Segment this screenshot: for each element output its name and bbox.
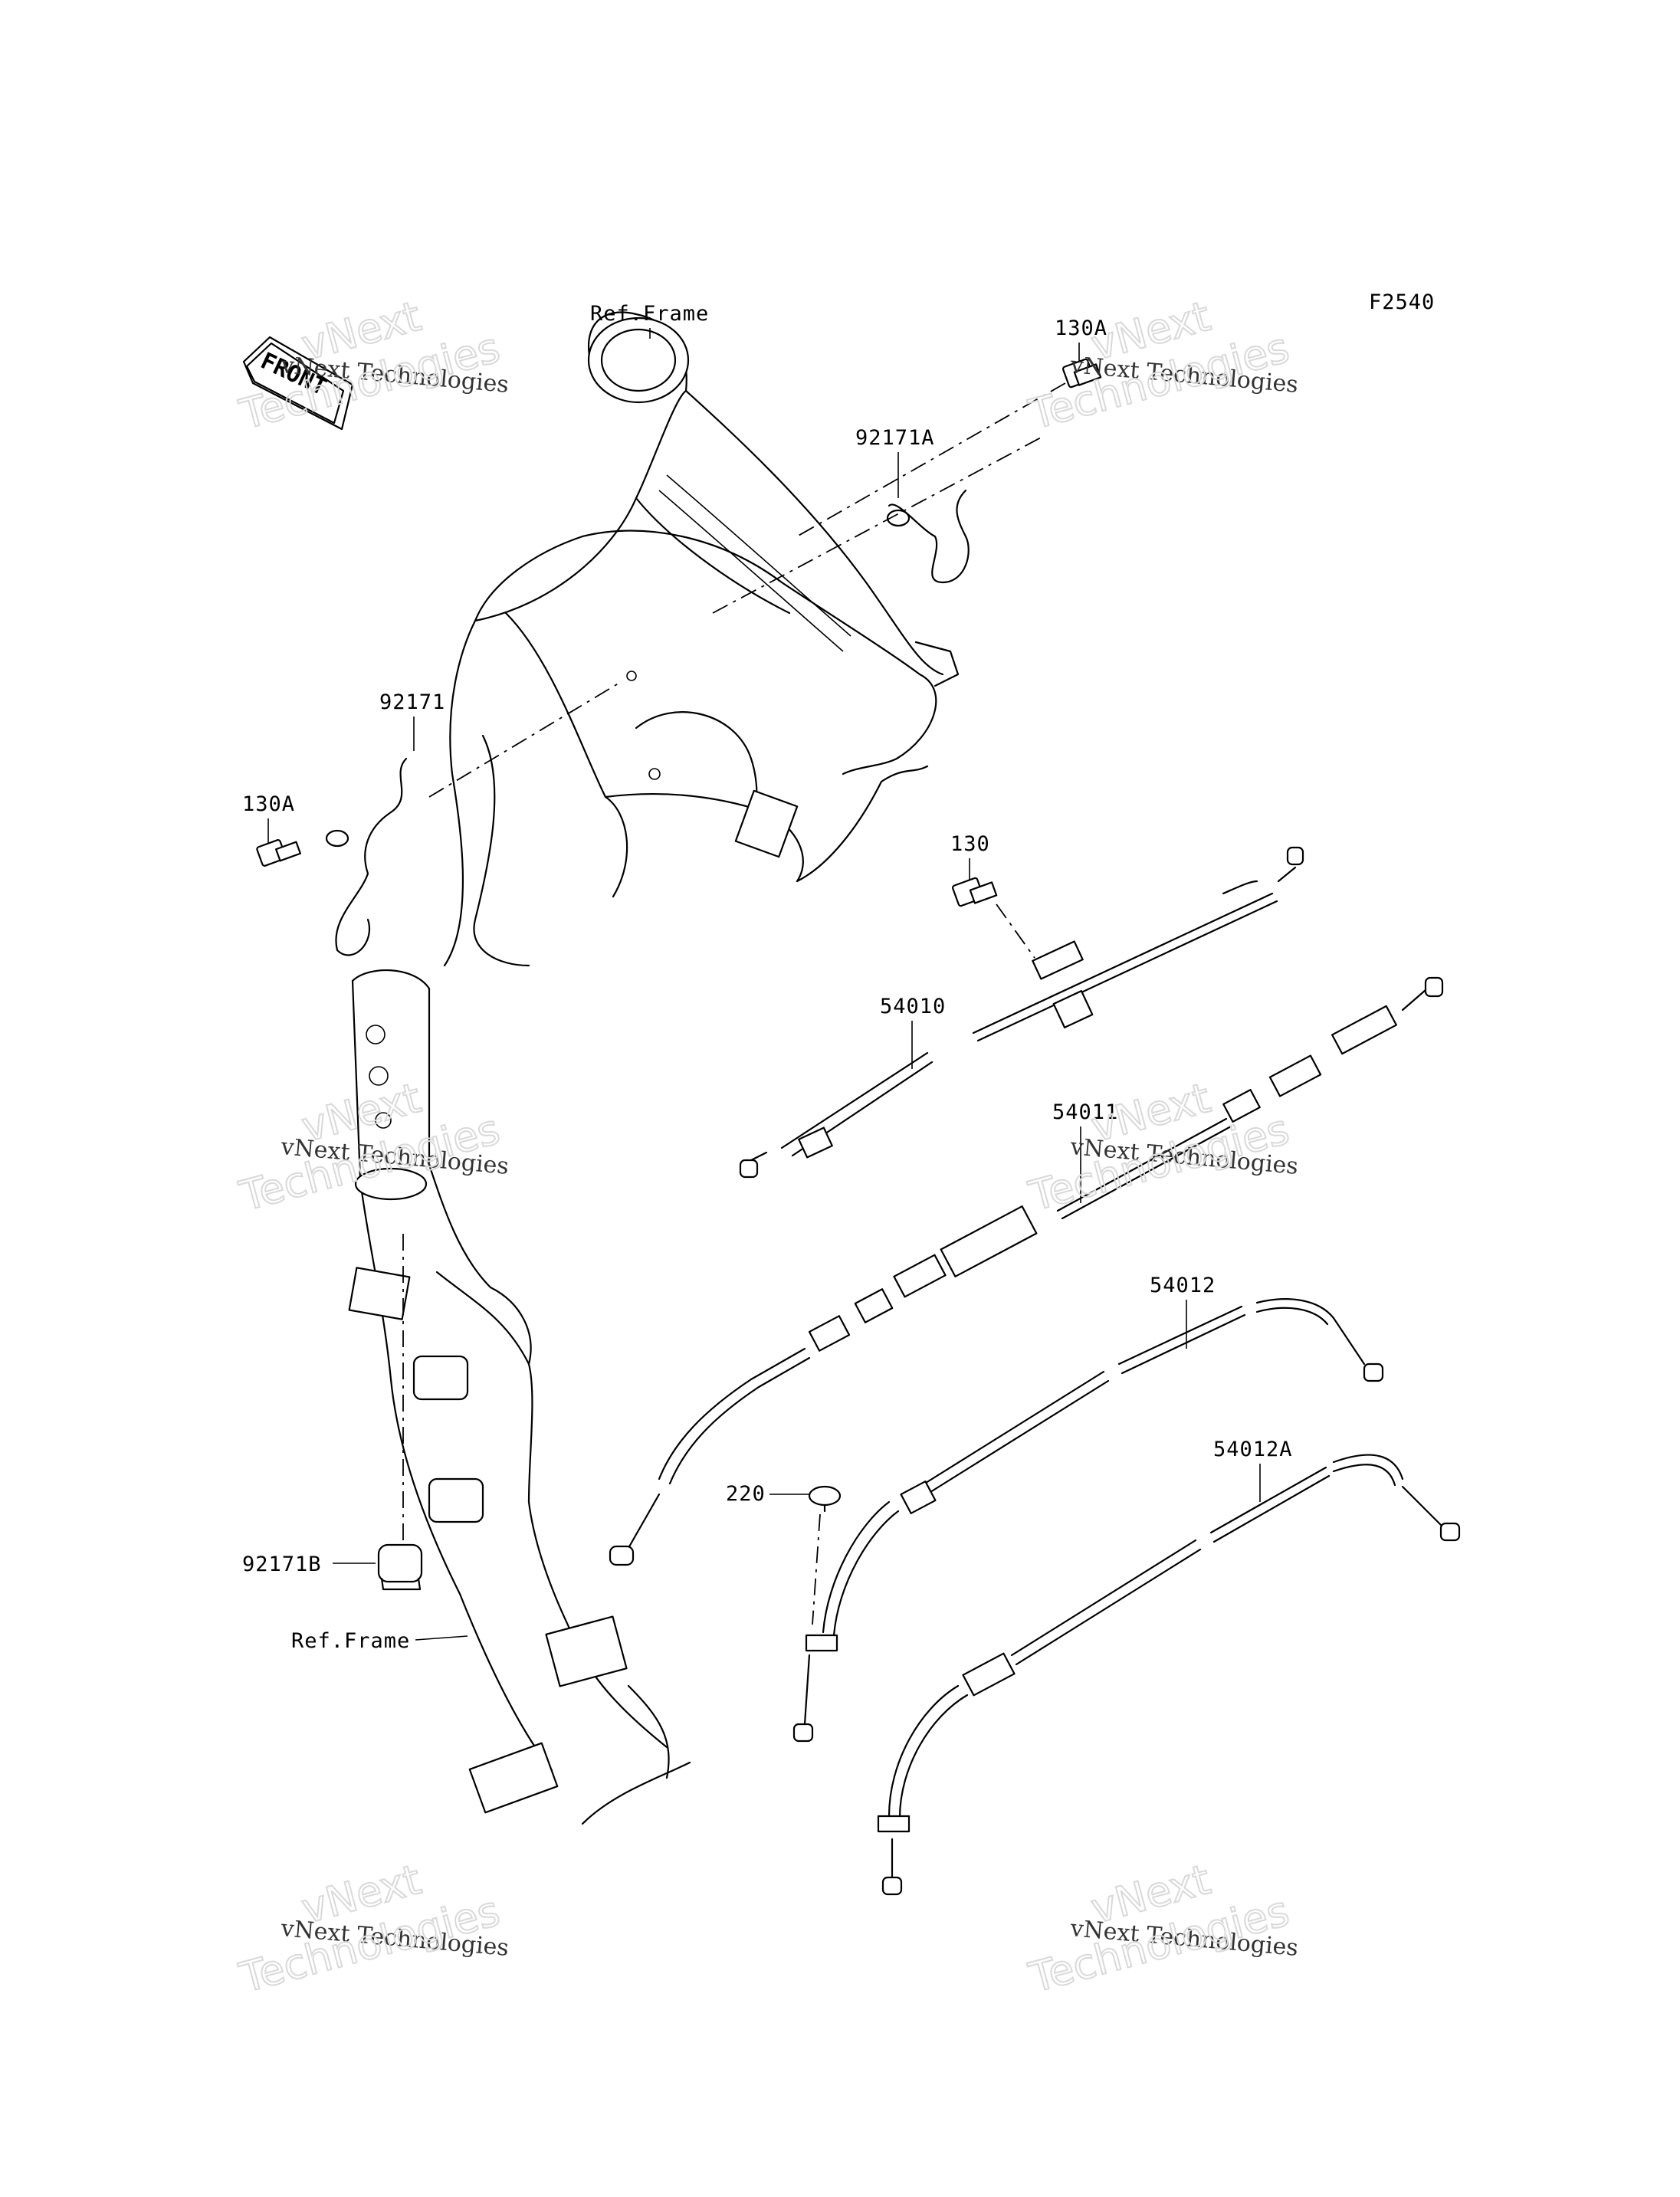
cable-54012a: 54012A (877, 1438, 1461, 1896)
label-92171a: 92171A (855, 426, 935, 450)
frame-lower (348, 969, 691, 1825)
ref-frame-top-label: Ref.Frame (590, 302, 709, 326)
cable-54011: 54011 (609, 976, 1444, 1566)
ref-frame-bottom-label: Ref.Frame (291, 1629, 410, 1653)
clip-92171b: 92171B (242, 1234, 423, 1591)
bolt-130a-top: 130A (796, 316, 1107, 537)
figure-code: F2540 (1369, 290, 1435, 314)
watermark-bottom-right: vNext vNext Technologies Technologies (1023, 1854, 1299, 2003)
cable-54010: 54010 (739, 846, 1304, 1179)
watermark-bottom-left: vNext vNext Technologies Technologies (234, 1854, 510, 2003)
screw-220: 220 (726, 1482, 842, 1625)
watermark-top-right: vNext vNext Technologies Technologies (1023, 291, 1299, 440)
watermark-middle-left: vNext vNext Technologies Technologies (234, 1073, 510, 1221)
cable-54012: 54012 (792, 1274, 1384, 1743)
label-54011: 54011 (1052, 1100, 1118, 1124)
bolt-130a-left: 130A (242, 792, 301, 867)
clamp-92171: 92171 (325, 681, 622, 956)
label-220: 220 (726, 1482, 766, 1506)
label-92171: 92171 (379, 690, 445, 714)
watermark-middle-right: vNext vNext Technologies Technologies (1023, 1073, 1299, 1221)
label-130: 130 (950, 832, 990, 856)
label-130a-left: 130A (242, 792, 295, 816)
label-54012: 54012 (1150, 1274, 1216, 1297)
clamp-92171a: 92171A (855, 426, 970, 584)
bolt-130: 130 (950, 832, 1035, 959)
label-54012a: 54012A (1213, 1438, 1293, 1461)
label-54010: 54010 (880, 995, 946, 1018)
label-92171b: 92171B (242, 1553, 322, 1576)
frame-upper (443, 311, 1043, 967)
label-130a-top: 130A (1055, 316, 1107, 340)
